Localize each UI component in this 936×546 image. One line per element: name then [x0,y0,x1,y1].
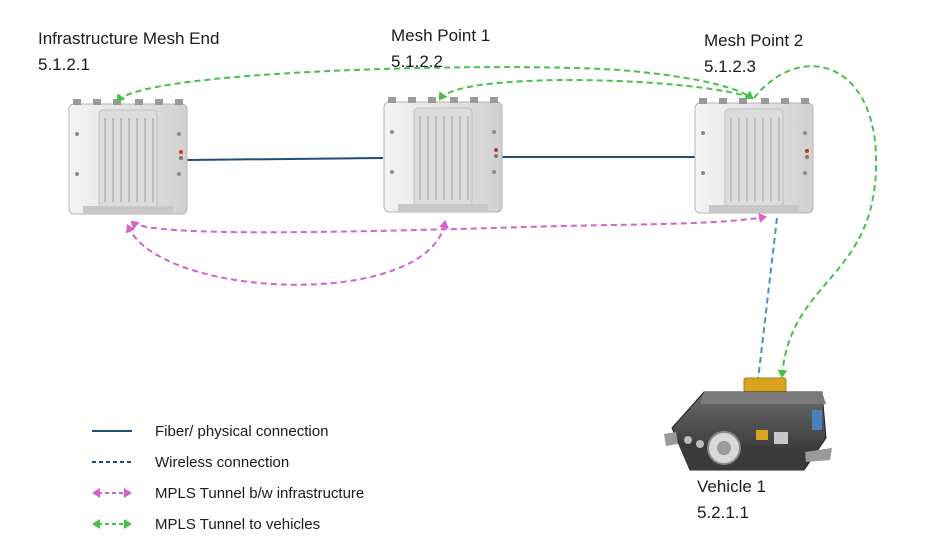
node-ip: 5.2.1.1 [697,503,749,522]
mesh-point-2-label: Mesh Point 2 5.1.2.3 [704,28,803,80]
infrastructure-mesh-end-label: Infrastructure Mesh End 5.1.2.1 [38,26,219,78]
node-name: Mesh Point 2 [704,31,804,50]
legend: Fiber/ physical connection Wireless conn… [92,420,512,544]
infrastructure-mesh-end-device [68,98,188,215]
dashed-line-icon [92,461,132,463]
fiber-link-ime-mp1 [186,157,384,161]
double-arrow-green-icon [92,519,132,529]
node-name: Mesh Point 1 [391,26,491,45]
legend-item-mpls-vehicles: MPLS Tunnel to vehicles [92,513,512,544]
legend-label: MPLS Tunnel b/w infrastructure [155,485,365,502]
mesh-point-1-device [383,96,503,213]
legend-label: Fiber/ physical connection [155,423,329,440]
node-name: Infrastructure Mesh End [38,29,220,48]
legend-label: Wireless connection [155,454,290,471]
mesh-point-2-device [694,97,814,214]
mesh-point-1-label: Mesh Point 1 5.1.2.2 [391,23,490,75]
wireless-link-mp2-vehicle [757,217,778,381]
node-ip: 5.1.2.1 [38,55,90,74]
mpls-infra-tunnel-ime-mp1 [125,220,449,286]
legend-item-wireless: Wireless connection [92,451,512,482]
node-ip: 5.1.2.2 [391,52,443,71]
vehicle-1-device [664,377,832,471]
legend-label: MPLS Tunnel to vehicles [155,516,321,533]
legend-item-fiber: Fiber/ physical connection [92,420,512,451]
mpls-vehicle-tunnel-ime-mp2 [116,66,754,103]
solid-line-icon [92,430,132,432]
mpls-vehicle-tunnel-mp2-vehicle [753,65,878,378]
node-ip: 5.1.2.3 [704,57,756,76]
legend-item-mpls-infra: MPLS Tunnel b/w infrastructure [92,482,512,513]
vehicle-1-label: Vehicle 1 5.2.1.1 [697,474,766,526]
double-arrow-pink-icon [92,488,132,498]
node-name: Vehicle 1 [697,477,766,496]
mpls-infra-tunnel-ime-mp2 [130,212,767,234]
mpls-vehicle-tunnel-mp1-mp2 [438,79,753,101]
